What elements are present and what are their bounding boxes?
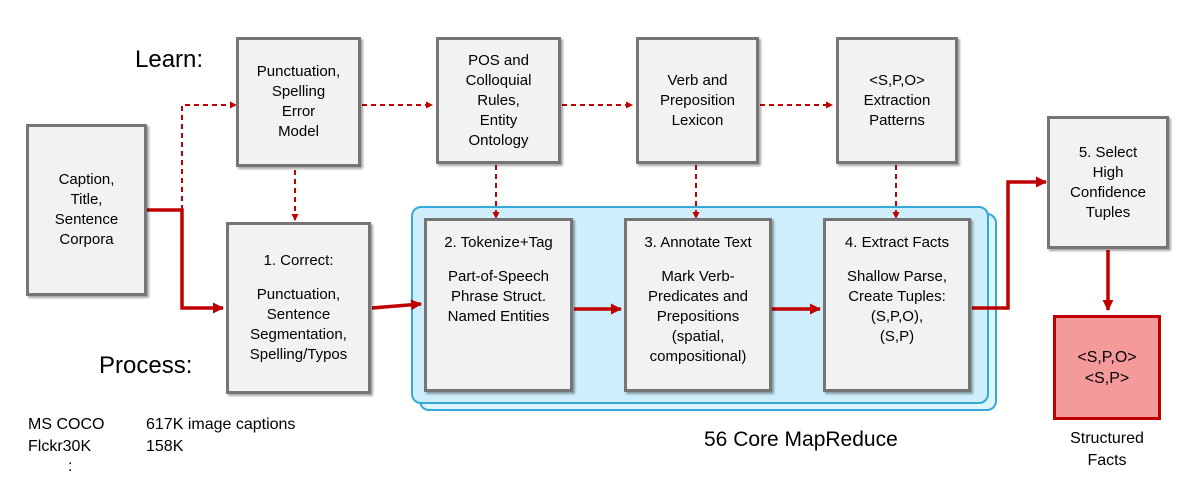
learn-line: Model	[278, 123, 319, 140]
learn-box-pos-rules: POS and Colloquial Rules, Entity Ontolog…	[436, 37, 561, 164]
learn-box-error-model: Punctuation, Spelling Error Model	[236, 37, 361, 167]
learn-line: Error	[281, 103, 316, 120]
step-line: Phrase Struct.	[450, 288, 547, 305]
select-line: 5. Select	[1078, 143, 1138, 161]
step-line: Mark Verb-	[661, 268, 735, 285]
learn-line: Colloquial	[465, 71, 532, 89]
learn-line: Punctuation,	[256, 63, 341, 80]
process-arrow-extract-to-select	[972, 176, 1047, 310]
step-line: (S,P,O),	[870, 308, 924, 325]
step-line: Sentence	[266, 306, 331, 323]
structured-line: Facts	[1087, 452, 1127, 469]
step-line: Spelling/Typos	[249, 346, 348, 363]
learn-line: Rules,	[477, 91, 520, 109]
output-line: <S,P,O>	[1077, 348, 1137, 366]
corpus-line: Caption,	[58, 171, 115, 188]
step-title: 3. Annotate Text	[644, 234, 752, 251]
select-line: Tuples	[1085, 203, 1131, 221]
step-title: 1. Correct:	[263, 252, 334, 269]
learn-line: POS and	[468, 51, 529, 69]
step-line: compositional)	[649, 348, 747, 365]
corpus-line: Sentence	[54, 211, 119, 228]
mapreduce-label: 56 Core MapReduce	[704, 428, 898, 451]
learn-box-lexicon: Verb and Preposition Lexicon	[636, 37, 759, 164]
dataset-name: Flckr30K	[28, 438, 92, 455]
output-line: <S,P>	[1084, 369, 1130, 387]
step-title: 4. Extract Facts	[844, 234, 950, 251]
learn-line: Ontology	[468, 131, 529, 149]
learn-line: Lexicon	[671, 111, 724, 129]
learn-line: Extraction	[863, 91, 931, 109]
learn-line: Spelling	[271, 83, 326, 100]
step-line: (spatial,	[671, 328, 725, 345]
process-arrow-corpus-to-correct	[147, 208, 224, 314]
select-line: Confidence	[1070, 183, 1146, 201]
step-tokenize: 2. Tokenize+Tag Part-of-Speech Phrase St…	[424, 218, 573, 392]
step-correct: 1. Correct: Punctuation, Sentence Segmen…	[226, 222, 371, 394]
step-line: Prepositions	[656, 308, 740, 325]
structured-facts-label: Structured Facts	[1060, 428, 1154, 472]
step-line: Named Entities	[447, 308, 550, 325]
corpus-line: Title,	[70, 191, 103, 208]
corpus-box: Caption, Title, Sentence Corpora	[26, 124, 147, 296]
step-line: Shallow Parse,	[846, 268, 948, 285]
dataset-size: 158K	[146, 438, 184, 455]
output-box: <S,P,O> <S,P>	[1053, 315, 1161, 420]
step-line: Part-of-Speech	[448, 268, 549, 285]
step-line: Punctuation,	[256, 286, 341, 303]
learn-box-extraction-patterns: <S,P,O> Extraction Patterns	[836, 37, 958, 164]
structured-line: Structured	[1070, 430, 1144, 447]
step-line: Create Tuples:	[848, 288, 946, 305]
dataset-size: 617K image captions	[146, 416, 296, 433]
step-annotate: 3. Annotate Text Mark Verb- Predicates a…	[624, 218, 772, 392]
learn-label: Learn:	[135, 46, 204, 73]
step-line: Segmentation,	[250, 326, 347, 343]
select-box: 5. Select High Confidence Tuples	[1047, 116, 1169, 249]
learn-arrow-corpus-to-model	[181, 101, 237, 210]
learn-line: <S,P,O>	[869, 71, 925, 89]
step-title: 2. Tokenize+Tag	[444, 234, 553, 251]
learn-line: Patterns	[869, 111, 925, 129]
learn-line: Entity	[479, 111, 518, 129]
learn-line: Preposition	[659, 91, 736, 109]
step-extract: 4. Extract Facts Shallow Parse, Create T…	[823, 218, 971, 392]
process-arrow-correct-to-tokenize	[371, 299, 422, 311]
step-line: Predicates and	[647, 288, 749, 305]
select-line: High	[1092, 163, 1124, 181]
step-line: (S,P)	[879, 328, 915, 345]
process-label: Process:	[99, 352, 193, 379]
dataset-name: MS COCO	[28, 416, 105, 433]
dataset-ellipsis: :	[68, 458, 73, 475]
corpus-line: Corpora	[59, 231, 114, 248]
learn-line: Verb and	[667, 71, 728, 89]
